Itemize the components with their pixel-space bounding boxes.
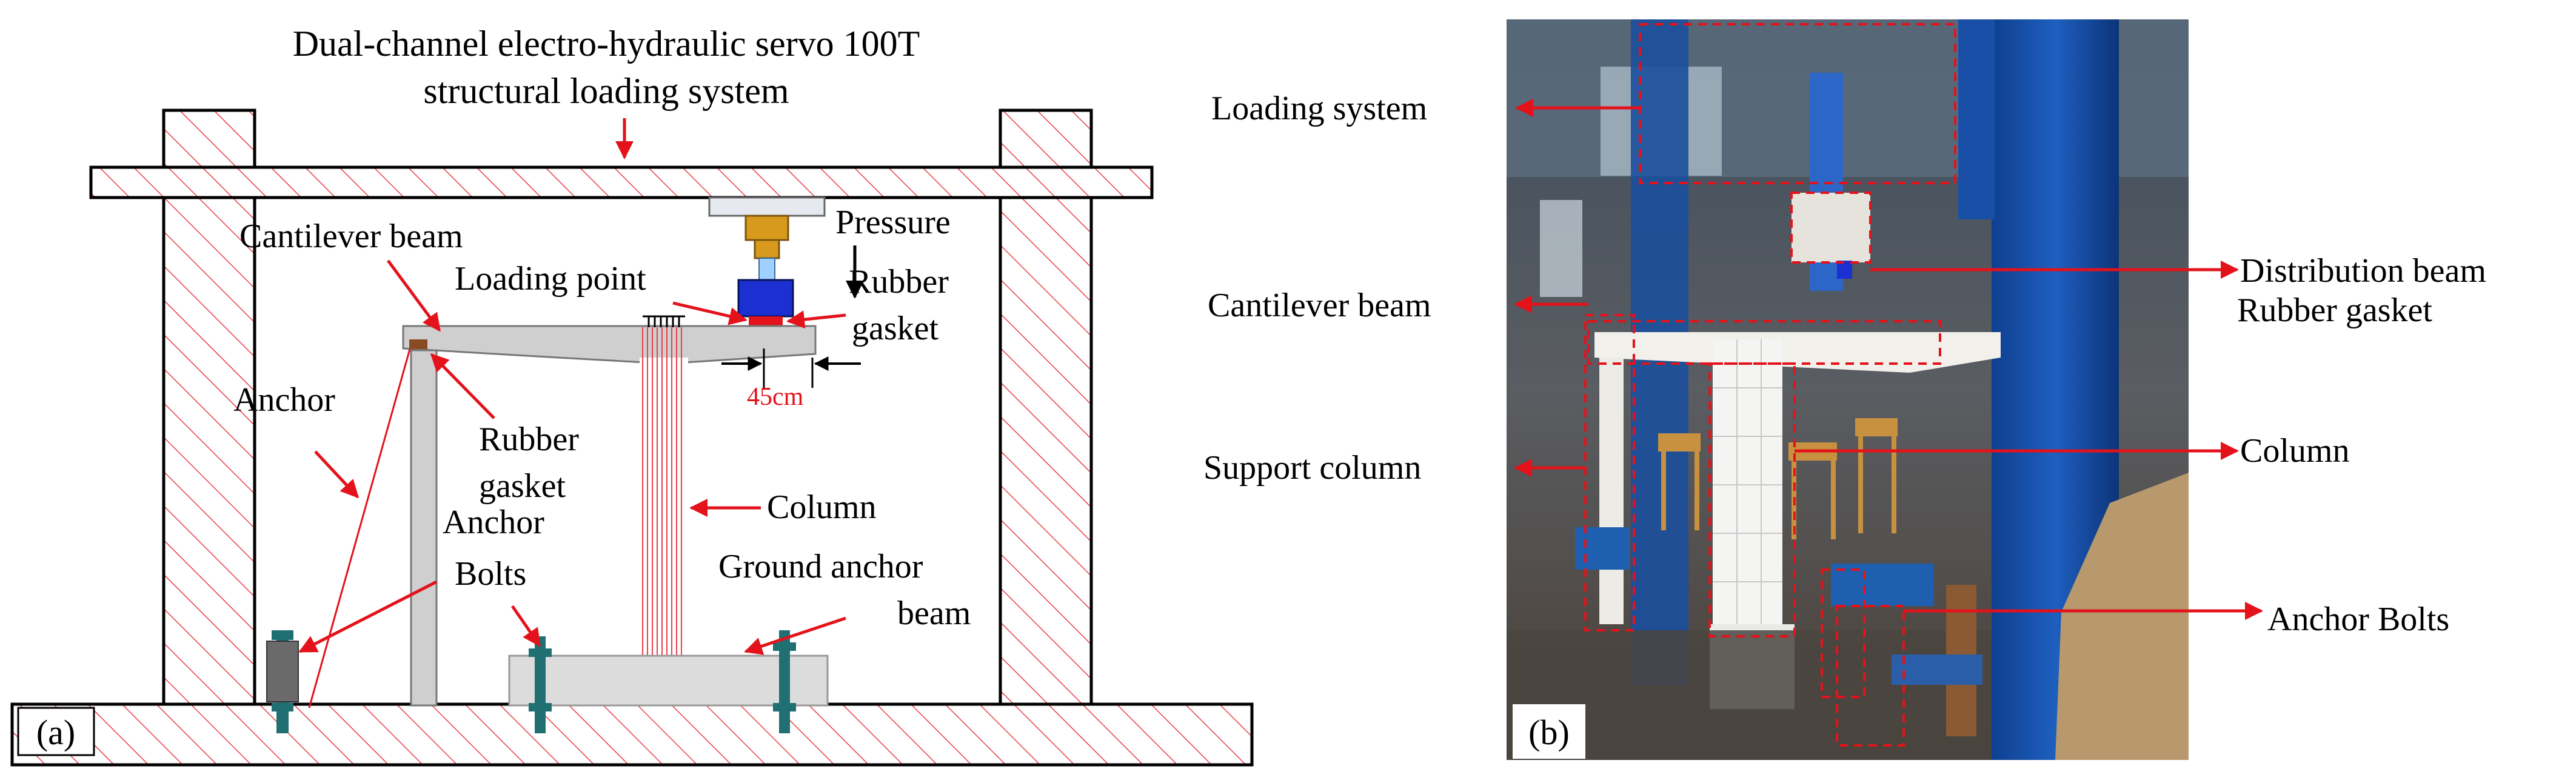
panel-b: (b) Loading system Cantilever beam Suppo…	[1203, 19, 2486, 760]
cantilever-beam-arrow	[386, 259, 441, 332]
rubber-gasket-left-line1: Rubber	[479, 421, 579, 458]
box-column	[1708, 362, 1796, 638]
anchor-bolt-left	[266, 630, 299, 733]
panel-a-label-box	[17, 707, 95, 756]
dimension-45cm	[721, 348, 861, 388]
loading-point-arrow	[672, 301, 748, 325]
panel-b-label: (b)	[1528, 713, 1570, 752]
frame-right-column	[999, 108, 1093, 706]
anchor-arrow	[314, 450, 360, 499]
rubber-gasket-photo-label: Rubber gasket	[2237, 292, 2432, 329]
frame-crossbeam	[89, 165, 1154, 199]
box-loading-system	[1639, 23, 1956, 184]
anchor-bolt-middle	[529, 636, 552, 733]
actuator-collar	[754, 239, 780, 259]
loading-system-label: Loading system	[1211, 90, 1427, 127]
cantilever-beam-photo-label: Cantilever beam	[1208, 287, 1431, 324]
dimension-label: 45cm	[747, 383, 804, 411]
cantilever-beam-label: Cantilever beam	[239, 218, 463, 255]
box-support-column	[1584, 314, 1635, 631]
rubber-gasket-left-arrow	[430, 353, 495, 419]
ground-anchor-line2: beam	[897, 595, 971, 632]
anchor-bolts-arrow-right	[510, 605, 541, 647]
column-photo-label: Column	[2240, 432, 2349, 470]
loading-point-label: Loading point	[455, 260, 646, 298]
anchor-bolts-line2: Bolts	[455, 555, 526, 593]
anchor-bolts-photo-label: Anchor Bolts	[2267, 601, 2449, 638]
column-label: Column	[767, 488, 876, 526]
anchor-label: Anchor	[233, 381, 335, 419]
left-rubber-gasket	[409, 339, 427, 349]
rubber-gasket-top-line2: gasket	[852, 310, 939, 347]
main-column	[640, 327, 688, 679]
pressure-label: Pressure	[835, 204, 951, 241]
top-rubber-gasket	[749, 316, 783, 326]
ground-slab	[10, 702, 1254, 767]
loading-system-title-line1: Dual-channel electro-hydraulic servo 100…	[293, 24, 920, 64]
anchor-bolts-line1: Anchor	[443, 504, 544, 541]
load-cell	[737, 279, 794, 318]
photo-highlight-boxes	[1584, 23, 1956, 747]
panel-a: Dual-channel electro-hydraulic servo 100…	[10, 24, 1254, 767]
box-distribution-beam	[1790, 192, 1872, 264]
actuator-mount	[708, 196, 826, 217]
support-column	[410, 349, 438, 707]
loading-system-title-line2: structural loading system	[423, 71, 789, 111]
box-anchor-right	[1836, 605, 1905, 747]
actuator-cylinder	[744, 215, 789, 241]
support-column-label: Support column	[1203, 449, 1421, 487]
rubber-gasket-top-arrow	[786, 310, 846, 329]
rubber-gasket-top-line1: Rubber	[849, 263, 949, 301]
cantilever-beam	[402, 325, 817, 365]
anchor-bolt-right	[773, 630, 796, 733]
box-anchor-left	[1821, 568, 1865, 698]
ground-anchor-arrow	[744, 616, 846, 655]
box-cantilever-beam	[1587, 320, 1941, 365]
anchor-bolts-arrow-left	[298, 580, 438, 653]
rebar-ticks	[643, 315, 685, 327]
panel-b-label-box	[1513, 704, 1585, 759]
rubber-gasket-left-line2: gasket	[479, 467, 566, 505]
actuator-rod	[758, 258, 775, 281]
ground-anchor-line1: Ground anchor	[718, 548, 923, 585]
panel-a-label: (a)	[36, 713, 75, 752]
distribution-beam-label: Distribution beam	[2240, 252, 2486, 290]
lab-photo	[1507, 19, 2189, 760]
ground-anchor-beam	[508, 655, 829, 707]
anchor-rod	[308, 348, 411, 708]
